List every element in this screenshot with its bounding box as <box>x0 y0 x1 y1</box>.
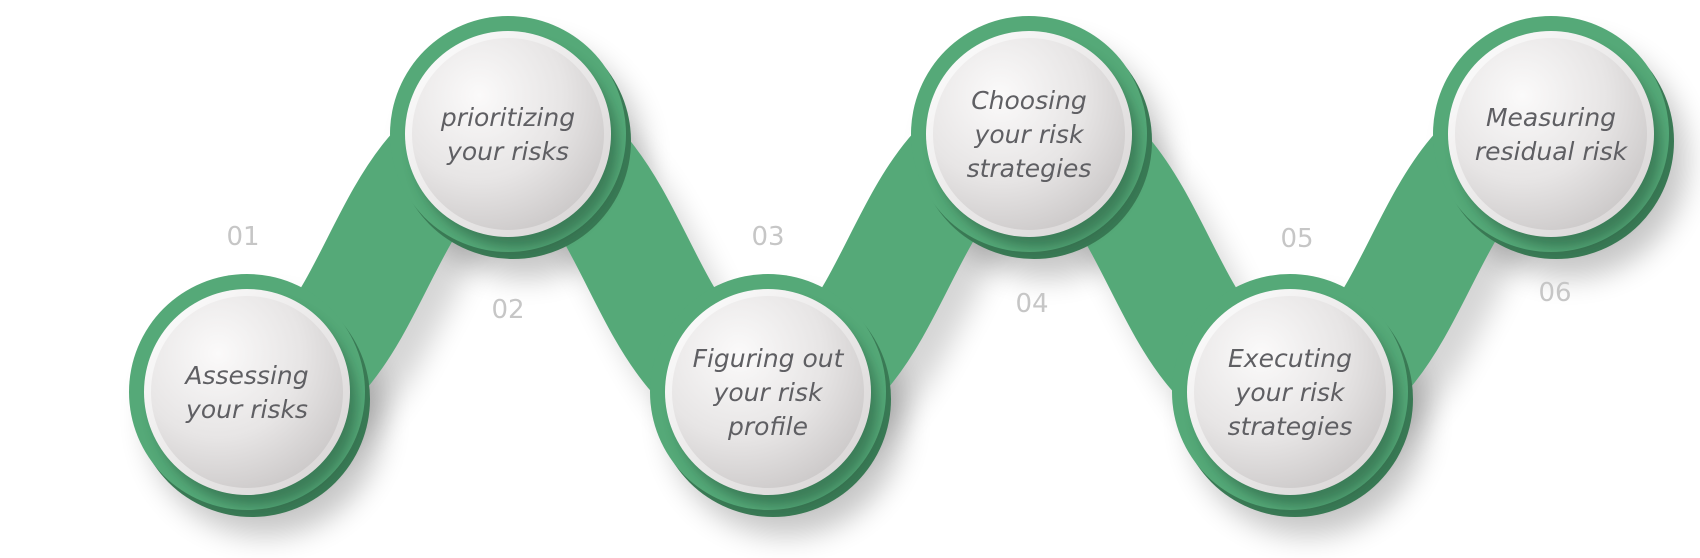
step-label-line: strategies <box>967 154 1092 183</box>
step-label-line: Executing <box>1228 344 1352 373</box>
step-disc <box>933 38 1125 230</box>
step-label-line: strategies <box>1228 412 1353 441</box>
step-number: 06 <box>1538 278 1571 308</box>
step-disc <box>1194 296 1386 488</box>
step-disc <box>151 296 343 488</box>
step-number: 02 <box>491 295 524 325</box>
step-label-line: Assessing <box>183 361 308 390</box>
step-label-line: profile <box>727 412 808 441</box>
step-node-06: Measuring residual risk <box>1448 31 1661 248</box>
step-number: 05 <box>1280 224 1313 254</box>
step-number: 01 <box>226 222 259 252</box>
step-label-line: your risk <box>713 378 824 407</box>
step-label-line: Figuring out <box>693 344 845 373</box>
step-label-line: prioritizing <box>440 103 575 132</box>
step-label-line: Measuring <box>1486 103 1616 132</box>
step-number: 04 <box>1015 289 1048 319</box>
step-number: 03 <box>751 222 784 252</box>
step-disc <box>1455 38 1647 230</box>
step-disc <box>672 296 864 488</box>
step-label-line: your risk <box>974 120 1085 149</box>
step-label-line: Choosing <box>971 86 1087 115</box>
step-node-03: Figuring out your risk profile <box>665 289 878 506</box>
step-discs: Assessing your risks prioritizing your risk… <box>144 31 1661 506</box>
step-numbers: 01 02 03 04 05 06 <box>226 222 1571 325</box>
step-node-01: Assessing your risks <box>144 289 357 506</box>
step-disc <box>412 38 604 230</box>
step-node-04: Choosing your risk strategies <box>926 31 1139 248</box>
step-node-02: prioritizing your risks <box>405 31 618 248</box>
step-label-line: your risk <box>1235 378 1346 407</box>
step-label-line: residual risk <box>1475 137 1629 166</box>
step-label-line: your risks <box>446 137 569 166</box>
step-node-05: Executing your risk strategies <box>1187 289 1400 506</box>
step-label-line: your risks <box>185 395 308 424</box>
